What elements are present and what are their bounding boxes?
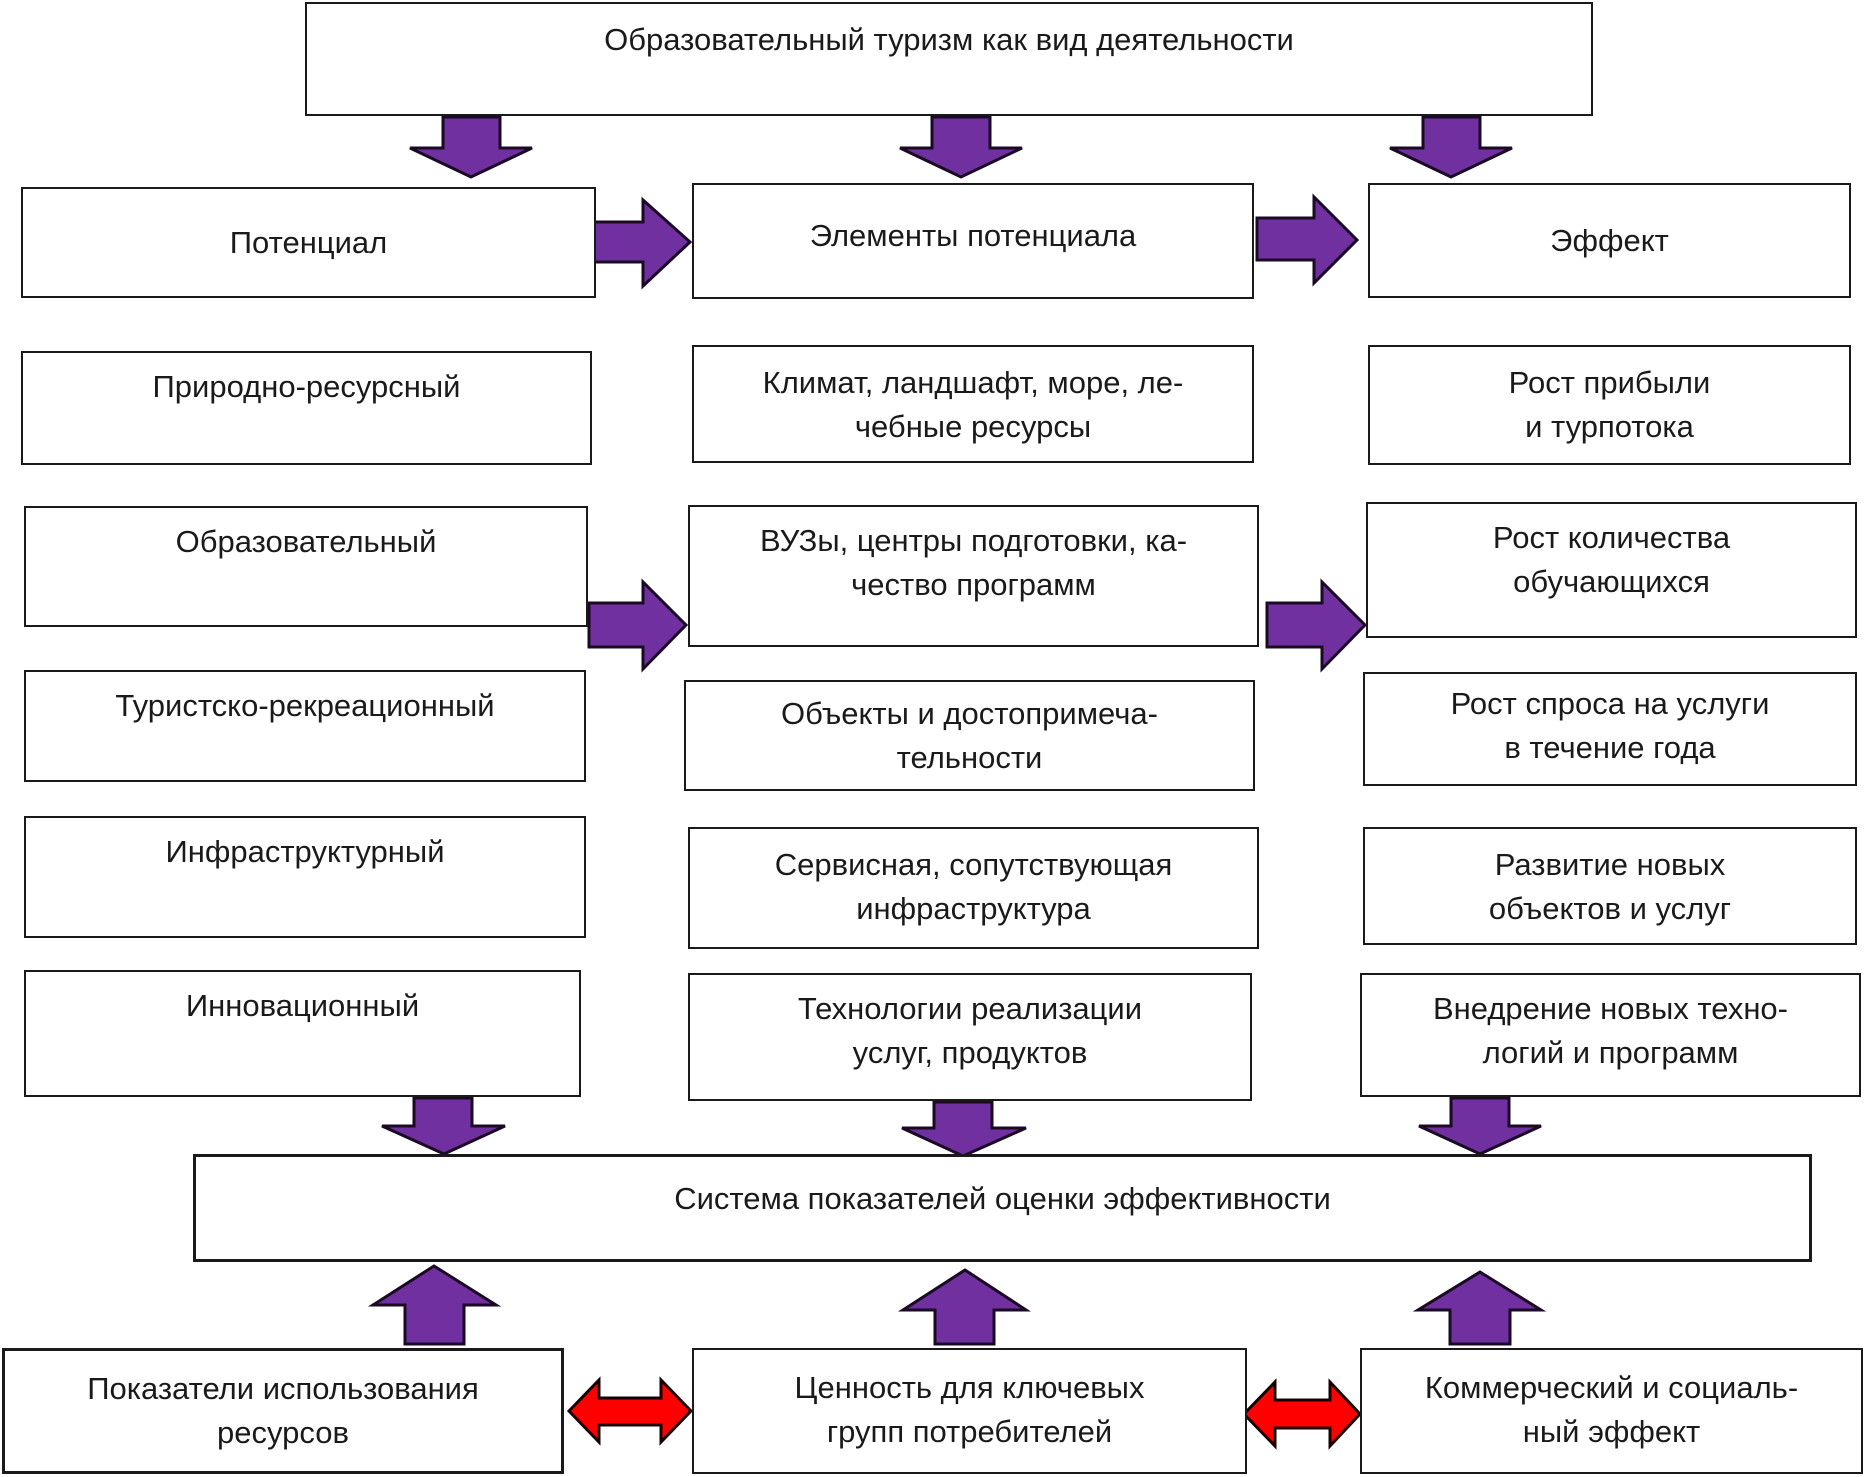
bottom-line-1: Ценность для ключевых <box>794 1370 1145 1405</box>
effect-line-2: в течение года <box>1504 730 1716 765</box>
effect-line-1: Рост количества <box>1492 520 1731 555</box>
header-potential-label: Потенциал <box>229 224 388 260</box>
arrow-down-elements-to-system <box>901 1100 1027 1158</box>
effect-line-1: Развитие новых <box>1494 847 1726 882</box>
arrow-up-resources-to-system <box>367 1264 502 1346</box>
potential-educational: Образовательный <box>24 506 588 627</box>
arrow-bidirectional-value-commercial <box>1241 1378 1363 1450</box>
top-box-educational-tourism: Образовательный туризм как вид деятельно… <box>305 2 1593 116</box>
effect-demand-growth: Рост спроса на услуги в течение года <box>1363 672 1857 786</box>
arrow-bidirectional-resources-value <box>566 1376 694 1446</box>
potential-label: Природно-ресурсный <box>152 369 461 404</box>
element-line-2: чебные ресурсы <box>854 409 1092 444</box>
element-service-infrastructure: Сервисная, сопутствующая инфраструктура <box>688 827 1259 949</box>
potential-tourist-recreational: Туристско-рекреационный <box>24 670 586 782</box>
potential-natural-resource: Природно-ресурсный <box>21 351 592 465</box>
element-line-2: чество программ <box>851 567 1096 602</box>
effect-line-1: Рост спроса на услуги <box>1450 686 1770 721</box>
arrow-right-potential-to-elements <box>591 196 693 290</box>
effect-new-technologies: Внедрение новых техно- логий и программ <box>1360 973 1861 1097</box>
arrow-up-commercial-to-system <box>1412 1270 1547 1346</box>
arrow-right-universities-to-students <box>1265 578 1368 673</box>
header-elements: Элементы потенциала <box>692 183 1254 299</box>
arrow-down-top-to-effect <box>1389 115 1513 179</box>
arrow-down-potential-to-system <box>381 1096 506 1156</box>
top-box-label: Образовательный туризм как вид деятельно… <box>604 22 1294 57</box>
element-line-1: Сервисная, сопутствующая <box>774 847 1173 882</box>
potential-label: Туристско-рекреационный <box>115 688 495 723</box>
element-line-1: Объекты и достопримеча- <box>781 696 1158 731</box>
potential-infrastructure: Инфраструктурный <box>24 816 586 938</box>
bottom-resource-usage-indicators: Показатели использования ресурсов <box>2 1348 564 1474</box>
header-potential: Потенциал <box>21 187 596 298</box>
bottom-line-2: ный эффект <box>1522 1414 1701 1449</box>
bottom-commercial-social-effect: Коммерческий и социаль- ный эффект <box>1360 1348 1863 1474</box>
effect-line-2: объектов и услуг <box>1488 891 1732 926</box>
header-effect: Эффект <box>1368 183 1851 298</box>
element-line-2: услуг, продуктов <box>852 1035 1088 1070</box>
potential-label: Инфраструктурный <box>165 834 445 869</box>
element-line-1: Технологии реализации <box>797 991 1143 1026</box>
arrow-right-elements-to-effect <box>1255 193 1360 287</box>
arrow-down-effect-to-system <box>1418 1096 1542 1156</box>
element-line-2: инфраструктура <box>856 891 1091 926</box>
header-elements-label: Элементы потенциала <box>809 218 1137 253</box>
potential-label: Инновационный <box>185 988 420 1023</box>
potential-innovative: Инновационный <box>24 970 581 1097</box>
bottom-line-2: групп потребителей <box>826 1414 1113 1449</box>
element-technologies: Технологии реализации услуг, продуктов <box>688 973 1252 1101</box>
arrow-up-value-to-system <box>897 1268 1032 1346</box>
element-line-2: тельности <box>896 740 1043 775</box>
system-of-indicators: Система показателей оценки эффективности <box>193 1154 1812 1262</box>
effect-line-2: логий и программ <box>1482 1035 1739 1070</box>
bottom-line-1: Показатели использования <box>87 1371 479 1406</box>
effect-line-1: Внедрение новых техно- <box>1432 991 1789 1026</box>
element-line-1: Климат, ландшафт, море, ле- <box>762 365 1184 400</box>
effect-line-2: обучающихся <box>1513 564 1710 599</box>
header-effect-label: Эффект <box>1550 222 1669 258</box>
bottom-line-1: Коммерческий и социаль- <box>1424 1370 1799 1405</box>
arrow-down-top-to-potential <box>409 115 533 179</box>
system-label: Система показателей оценки эффективности <box>674 1181 1331 1216</box>
bottom-line-2: ресурсов <box>217 1415 349 1450</box>
arrow-down-top-to-elements <box>899 115 1023 179</box>
element-attractions: Объекты и достопримеча- тельности <box>684 680 1255 791</box>
effect-line-2: и турпотока <box>1525 409 1694 444</box>
effect-new-objects: Развитие новых объектов и услуг <box>1363 827 1857 945</box>
effect-students-growth: Рост количества обучающихся <box>1366 502 1857 638</box>
arrow-right-educational-to-universities <box>587 578 689 673</box>
element-universities: ВУЗы, центры подготовки, ка- чество прог… <box>688 505 1259 647</box>
bottom-value-for-consumers: Ценность для ключевых групп потребителей <box>692 1348 1247 1474</box>
element-natural-resource: Климат, ландшафт, море, ле- чебные ресур… <box>692 345 1254 463</box>
effect-profit-growth: Рост прибыли и турпотока <box>1368 345 1851 465</box>
potential-label: Образовательный <box>175 524 437 559</box>
effect-line-1: Рост прибыли <box>1508 365 1711 400</box>
element-line-1: ВУЗы, центры подготовки, ка- <box>759 523 1188 558</box>
